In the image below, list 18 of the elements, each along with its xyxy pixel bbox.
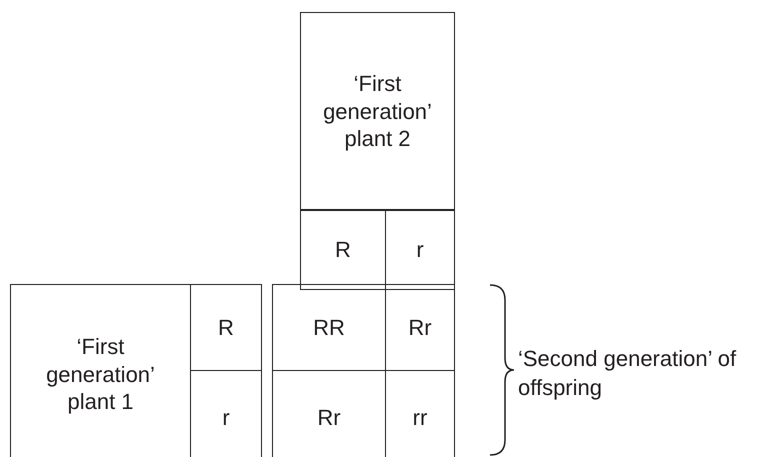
allele-label: rr (412, 404, 428, 432)
allele-label: R (335, 236, 351, 264)
allele-label: r (222, 404, 230, 432)
table-cell (300, 12, 455, 211)
allele-label: r (416, 236, 424, 264)
allele-label: RR (313, 314, 345, 342)
allele-label: Rr (317, 404, 341, 432)
table-cell (190, 284, 262, 371)
table-cell (300, 209, 386, 290)
allele-label: R (218, 314, 234, 342)
allele-label: Rr (408, 314, 432, 342)
plant-label: ‘First generation’ plant 2 (322, 70, 433, 153)
table-cell (272, 284, 386, 371)
plant-label: ‘First generation’ plant 1 (45, 333, 156, 416)
table-cell (385, 284, 455, 371)
table-cell (10, 284, 191, 457)
table-cell (385, 209, 455, 290)
brace-caption: ‘Second generation’ of offspring (518, 345, 738, 402)
